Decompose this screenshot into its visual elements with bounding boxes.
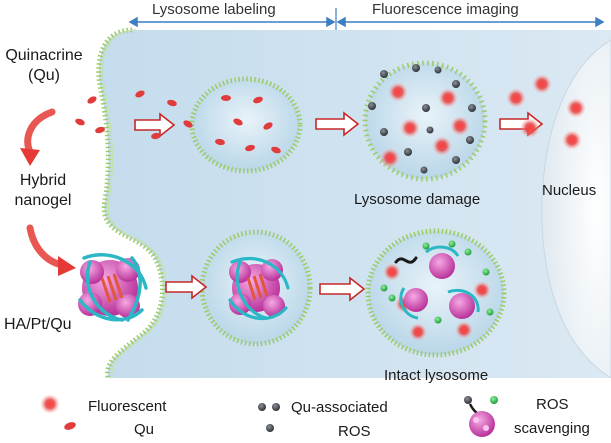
cell-membrane-inner <box>102 29 168 379</box>
legend-fluorescent-line2: Qu <box>134 421 155 438</box>
label-ha-pt-qu: HA/Pt/Qu <box>4 316 72 333</box>
legend-qu-associated-line2: ROS <box>338 423 371 440</box>
nanogel-vesicle <box>228 256 290 321</box>
process-arrow-5 <box>319 276 366 302</box>
curved-arrow-top <box>20 108 56 166</box>
legend-ros-icon <box>258 403 280 432</box>
legend-ros-line1: ROS <box>536 396 569 413</box>
legend-qu-associated-line1: Qu-associated <box>291 399 388 416</box>
caption-intact-lysosome: Intact lysosome <box>384 367 489 384</box>
process-arrow-4 <box>165 274 208 300</box>
header-fluorescence-imaging: Fluorescence imaging <box>372 1 519 18</box>
process-arrow-1 <box>134 112 176 138</box>
legend-fluorescent-icon <box>40 394 76 430</box>
cell-qu-group <box>135 90 193 140</box>
header-lysosome-labeling: Lysosome labeling <box>152 1 276 18</box>
legend-ros-line2: scavenging <box>514 420 590 437</box>
curved-arrow-bottom <box>26 224 76 276</box>
vesicle-qu-group <box>215 95 281 154</box>
nanogel-outside <box>78 253 148 322</box>
green-dots-group <box>380 240 494 324</box>
ros-dots-group <box>368 64 476 174</box>
header-arrow-imaging <box>336 16 605 28</box>
caption-lysosome-damage: Lysosome damage <box>354 191 481 208</box>
free-qu-group <box>75 96 105 134</box>
caption-nucleus: Nucleus <box>542 182 597 199</box>
label-quinacrine: Quinacrine (Qu) <box>5 47 83 84</box>
cell-membrane <box>96 27 166 379</box>
legend-scavenging-icon <box>464 396 498 437</box>
process-arrow-2 <box>315 111 360 137</box>
legend-fluorescent-line1: Fluorescent <box>88 398 167 415</box>
vesicle-top-1 <box>189 76 303 174</box>
nanogel-fragments <box>394 245 480 320</box>
nucleus <box>541 39 611 379</box>
label-hybrid-nanogel: Hybrid nanogel <box>14 172 72 209</box>
header-arrow-labeling <box>128 16 336 28</box>
